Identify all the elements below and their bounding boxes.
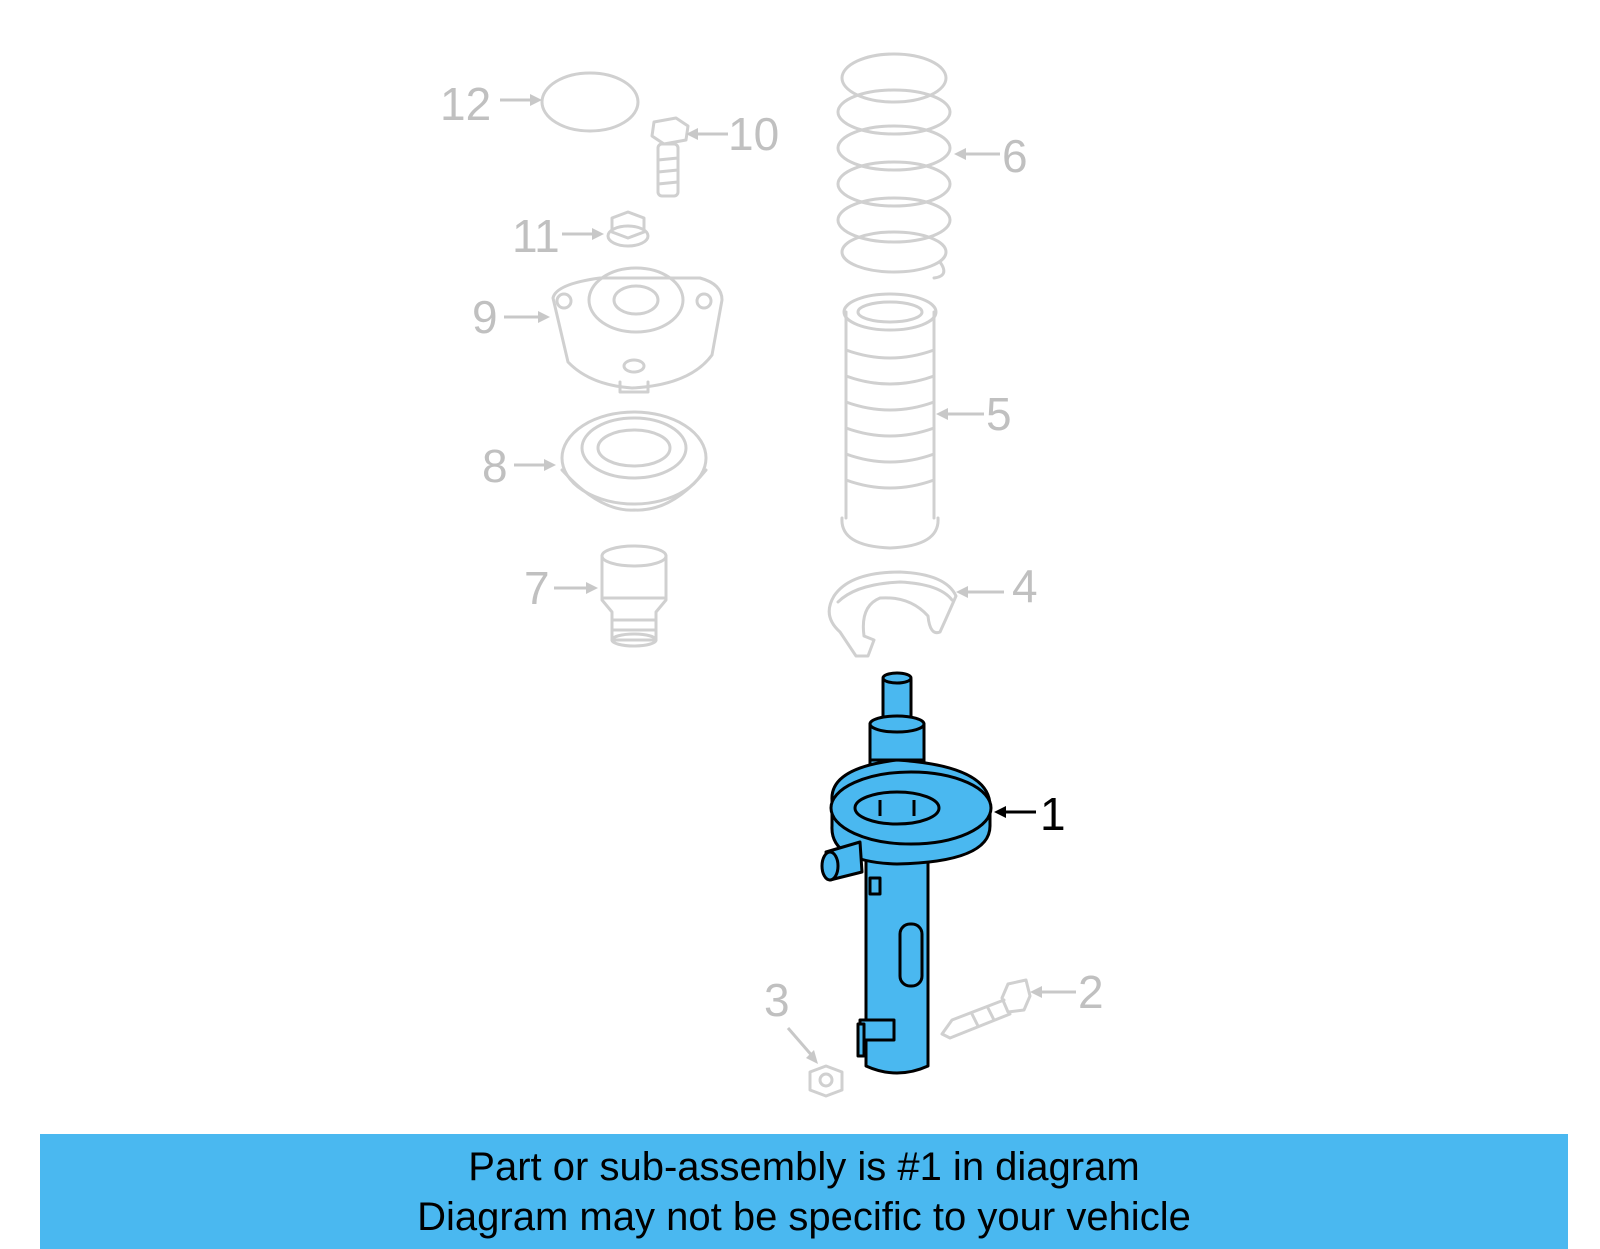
part-1-strut-assembly[interactable]	[820, 671, 993, 1075]
part-5-dust-boot[interactable]	[840, 292, 940, 550]
arrow-7	[554, 582, 598, 594]
part-3-nut[interactable]	[808, 1064, 844, 1098]
callout-9: 9	[472, 291, 498, 343]
callout-7: 7	[524, 562, 550, 614]
arrow-9	[504, 311, 550, 323]
arrow-2	[1030, 986, 1076, 998]
part-7-bump-stop[interactable]	[600, 544, 668, 648]
callout-6: 6	[1002, 130, 1028, 182]
part-9-strut-mount[interactable]	[551, 266, 724, 394]
arrow-4	[956, 586, 1004, 598]
part-6-coil-spring[interactable]	[836, 52, 952, 280]
arrow-6	[954, 148, 1000, 160]
banner-line-2: Diagram may not be specific to your vehi…	[417, 1194, 1191, 1239]
callout-3: 3	[764, 974, 790, 1026]
arrow-11	[562, 228, 604, 240]
part-11-nut[interactable]	[606, 210, 650, 248]
arrow-1	[994, 806, 1036, 818]
callout-8: 8	[482, 440, 508, 492]
parts-diagram: 12 10 11 9	[440, 52, 1104, 1098]
part-4-spring-seat[interactable]	[827, 570, 958, 658]
part-10-bolt[interactable]	[650, 116, 690, 198]
callout-2: 2	[1078, 966, 1104, 1018]
callout-5: 5	[986, 388, 1012, 440]
callout-1: 1	[1040, 788, 1066, 840]
part-8-bearing[interactable]	[560, 410, 708, 512]
arrow-5	[936, 408, 984, 420]
part-12-o-ring[interactable]	[540, 71, 640, 133]
callout-11: 11	[512, 210, 560, 262]
callout-12: 12	[440, 78, 491, 130]
arrow-8	[514, 459, 556, 471]
info-banner: Part or sub-assembly is #1 in diagram Di…	[40, 1134, 1568, 1249]
callout-4: 4	[1012, 560, 1038, 612]
arrow-3	[786, 1027, 818, 1064]
banner-line-1: Part or sub-assembly is #1 in diagram	[468, 1144, 1140, 1189]
callout-10: 10	[728, 108, 779, 160]
arrow-12	[500, 94, 542, 106]
part-2-bolt[interactable]	[940, 978, 1032, 1040]
arrow-10	[686, 128, 728, 140]
